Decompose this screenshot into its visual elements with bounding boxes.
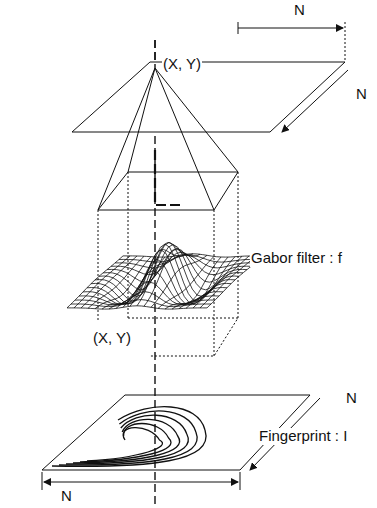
window-square — [98, 172, 238, 210]
gabor-surface — [67, 242, 263, 309]
point-label: (X, Y) — [162, 56, 202, 73]
dimension-arrow — [44, 482, 238, 483]
fingerprint-ridges — [52, 407, 206, 467]
output-plane — [72, 62, 345, 132]
dimension-label: N — [293, 2, 306, 19]
image-label: Fingerprint : I — [258, 428, 348, 445]
filter-label: Gabor filter : f — [250, 250, 343, 267]
dimension-label: N — [355, 86, 368, 103]
dimension-arrow — [282, 70, 348, 132]
dimension-label: N — [345, 390, 358, 407]
point-label: (X, Y) — [92, 330, 132, 347]
dimension-arrow — [238, 28, 343, 29]
dimension-label: N — [60, 488, 73, 505]
